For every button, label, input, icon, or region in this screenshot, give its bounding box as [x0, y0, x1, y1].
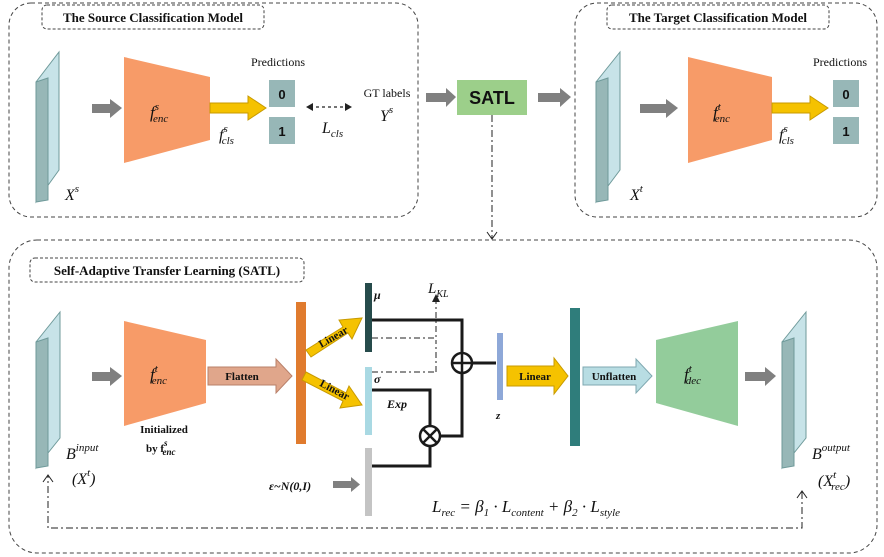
feedback-arrowhead-left	[42, 474, 54, 483]
target-title: The Target Classification Model	[629, 10, 807, 25]
epsilon-arrow	[333, 477, 360, 492]
target-title-box	[606, 4, 830, 30]
satl-output-slab	[781, 310, 807, 470]
source-loss-label: Lcls	[321, 120, 343, 140]
gt-labels-text: GT labels	[364, 86, 411, 100]
arrow-to-satl	[426, 88, 456, 107]
satl-input-x-label: (Xt)	[72, 467, 96, 488]
target-input-slab	[595, 50, 621, 204]
feedback-arrowhead-right	[796, 490, 808, 499]
source-input-slab	[35, 50, 60, 204]
kl-dashed-from-mu	[372, 300, 437, 339]
linear-label-sigma: Linear	[318, 378, 352, 404]
source-pred-box-0	[269, 80, 295, 107]
epsilon-bar	[365, 448, 372, 516]
satl-box-label: SATL	[469, 88, 515, 108]
satl-input-slab	[35, 310, 61, 470]
satl-input-b-label: Binput	[66, 442, 99, 463]
target-pred-0: 0	[842, 87, 849, 102]
epsilon-to-times-line	[372, 447, 432, 468]
satl-panel-border	[8, 239, 878, 554]
satl-title: Self-Adaptive Transfer Learning (SATL)	[54, 263, 280, 278]
satl-decoder	[656, 321, 738, 426]
source-pred-1: 1	[278, 124, 285, 139]
z-bar	[497, 333, 503, 400]
epsilon-label: ε~N(0,I)	[269, 479, 311, 493]
source-encoder	[124, 57, 210, 163]
target-yellow-arrow	[771, 95, 829, 121]
satl-arrow-1	[92, 367, 122, 386]
arrow-from-satl	[538, 88, 571, 107]
z-label: z	[495, 410, 501, 422]
initialized-text-1: Initialized	[140, 424, 188, 436]
linear-arrow-mu	[305, 317, 363, 358]
satl-encoder	[124, 321, 206, 426]
times-to-plus-line	[441, 374, 464, 438]
decoder-input-bar	[570, 308, 580, 446]
satl-panel: Self-Adaptive Transfer Learning (SATL) B…	[8, 239, 878, 554]
linear-label-mu: Linear	[317, 324, 351, 350]
sigma-exp-line	[372, 388, 432, 425]
source-pred-box-1	[269, 117, 295, 144]
target-predictions-label: Predictions	[813, 55, 867, 69]
target-pred-box-0	[833, 80, 859, 107]
source-yellow-arrow	[209, 95, 267, 121]
mu-bar	[365, 283, 372, 352]
target-pred-1: 1	[842, 124, 849, 139]
target-arrow-1	[640, 99, 678, 118]
target-pred-box-1	[833, 117, 859, 144]
plus-operator-icon	[450, 351, 474, 375]
source-panel-border	[8, 2, 419, 218]
satl-center: SATL	[426, 80, 571, 240]
target-input-label: Xt	[629, 183, 644, 204]
mu-label: μ	[373, 288, 381, 302]
satl-arrow-out	[745, 367, 776, 386]
kl-loss-label: LKL	[427, 281, 449, 300]
linear-arrow-sigma	[301, 371, 363, 409]
unflatten-label: Unflatten	[592, 371, 637, 383]
gt-symbol: Ys	[380, 104, 393, 125]
target-panel-border	[574, 2, 878, 218]
source-predictions-label: Predictions	[251, 55, 305, 69]
reconstruction-loss-equation: Lrec = β1 · Lcontent + β2 · Lstyle	[431, 497, 620, 519]
exp-label: Exp	[386, 397, 407, 411]
linear-label-z: Linear	[519, 371, 551, 383]
satl-dashed-arrowhead	[486, 231, 498, 240]
sigma-label: σ	[374, 372, 381, 386]
source-arrow-1	[92, 99, 122, 118]
unflatten-arrow	[582, 357, 653, 395]
kl-arrowhead	[432, 294, 440, 302]
target-encoder	[688, 57, 772, 163]
source-title: The Source Classification Model	[63, 10, 243, 25]
linear-arrow-z	[506, 356, 569, 396]
reconstruction-feedback-loop	[47, 476, 803, 529]
satl-output-b-label: Boutput	[812, 442, 851, 463]
source-title-box	[41, 4, 265, 30]
source-loss-arrow	[306, 103, 352, 111]
flatten-arrow	[207, 357, 293, 395]
source-pred-0: 0	[278, 87, 285, 102]
flattened-feature-bar	[296, 302, 306, 444]
flatten-label: Flatten	[225, 371, 259, 383]
satl-box	[457, 80, 527, 115]
source-input-label: Xs	[64, 183, 79, 204]
times-operator-icon	[418, 424, 442, 448]
mu-to-plus-line	[372, 318, 464, 352]
sigma-bar	[365, 367, 372, 435]
satl-title-box	[29, 257, 305, 283]
